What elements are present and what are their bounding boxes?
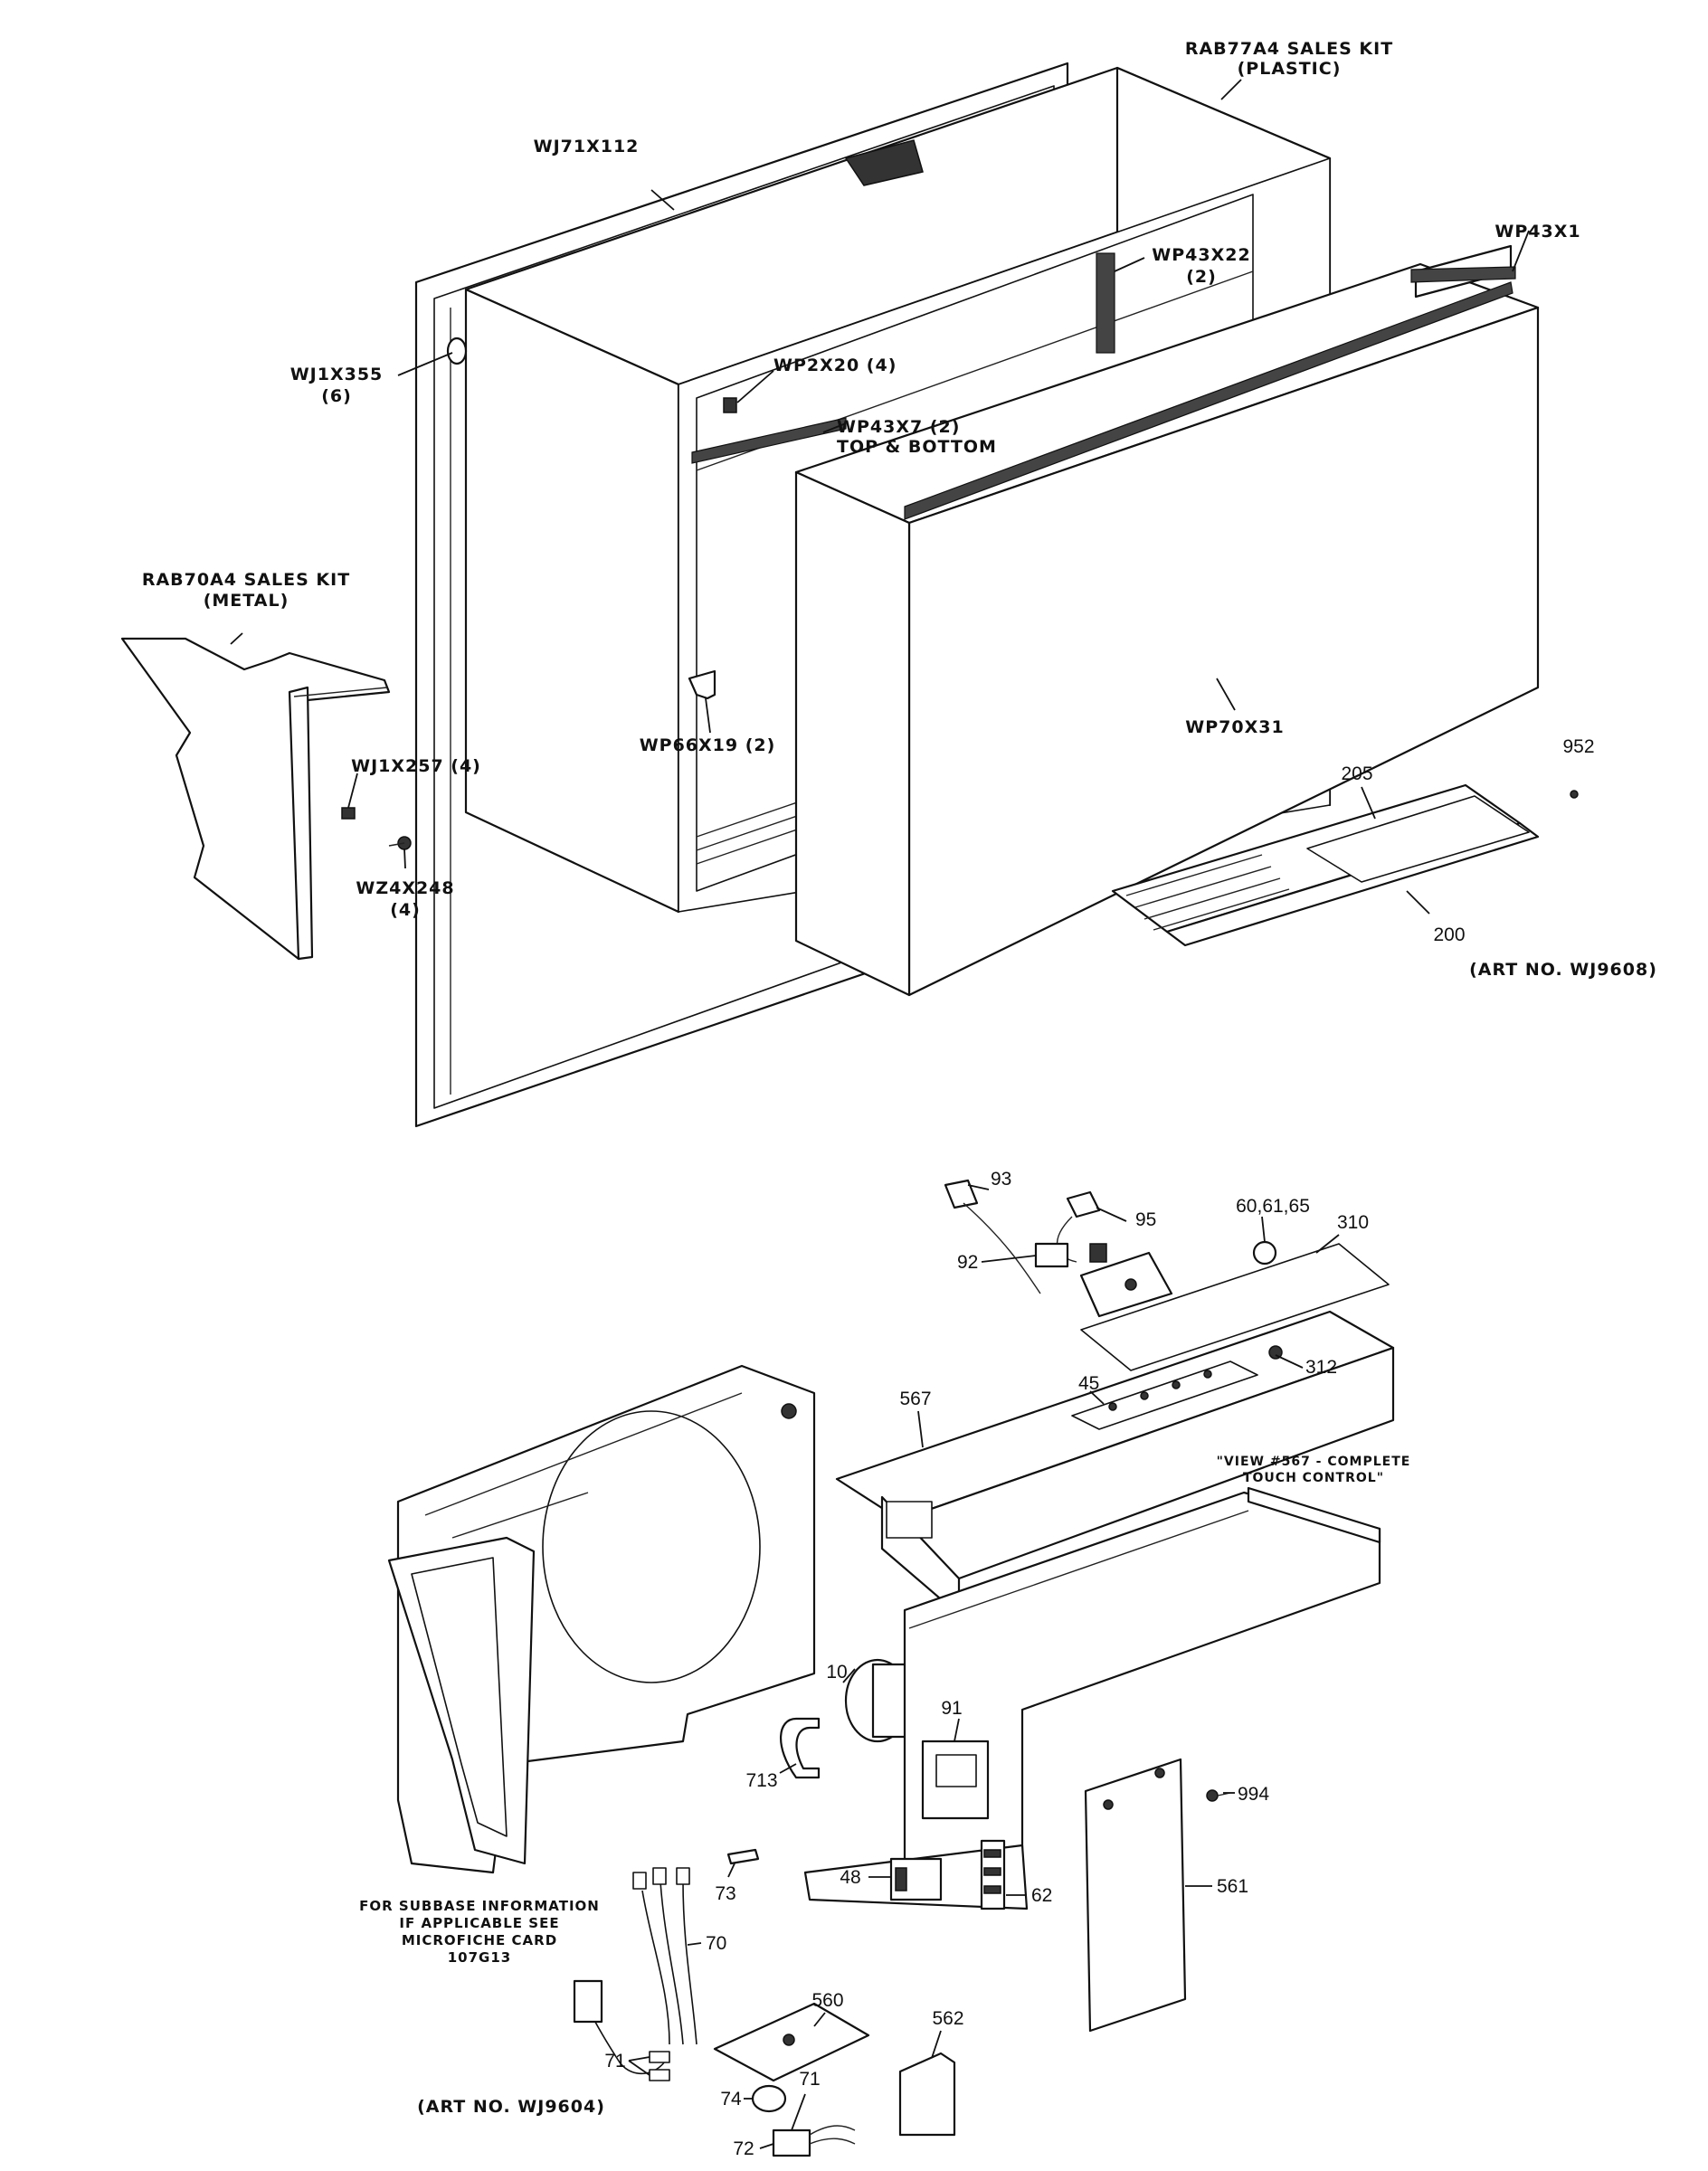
label-wj1x355: WJ1X355: [290, 365, 384, 384]
relay-91-part: [921, 1740, 990, 1820]
bracket-562-part: [898, 2052, 956, 2137]
label-wj1x355-qty: (6): [321, 386, 352, 406]
knob-74-part: [751, 2084, 787, 2113]
label-wj1x257: WJ1X257 (4): [351, 756, 481, 776]
label-560: 560: [811, 1990, 843, 2011]
label-200: 200: [1433, 924, 1465, 945]
label-71-right: 71: [799, 2069, 820, 2090]
label-70: 70: [706, 1933, 726, 1954]
screw-994-part: [1206, 1789, 1231, 1802]
terminal-48-part: [889, 1857, 943, 1901]
label-wz4x248: WZ4X248: [356, 878, 454, 898]
front-panel-part: [794, 244, 1540, 997]
strip-wp43x1: [1410, 266, 1516, 283]
label-205: 205: [1341, 763, 1372, 784]
label-93: 93: [991, 1169, 1011, 1190]
switch-assembly-part: [944, 1179, 1277, 1318]
label-wp2x20: WP2X20 (4): [773, 356, 897, 375]
label-wj71x112: WJ71X112: [534, 137, 640, 156]
label-subbase-line1: FOR SUBBASE INFORMATION: [359, 1898, 600, 1914]
label-45: 45: [1078, 1373, 1099, 1394]
label-310: 310: [1337, 1212, 1369, 1233]
label-60-61-65: 60,61,65: [1236, 1196, 1310, 1217]
label-567: 567: [899, 1389, 931, 1409]
label-95: 95: [1135, 1209, 1156, 1230]
label-91: 91: [941, 1698, 962, 1719]
label-10: 10: [826, 1662, 847, 1683]
label-73: 73: [715, 1883, 735, 1904]
label-wz4x248-qty: (4): [390, 900, 421, 920]
label-713: 713: [745, 1770, 777, 1791]
label-art-wj9608: (ART NO. WJ9608): [1469, 960, 1657, 980]
label-62: 62: [1031, 1885, 1052, 1906]
blower-plate-part: [387, 1364, 816, 1874]
label-subbase-line2: IF APPLICABLE SEE: [399, 1915, 559, 1931]
label-92: 92: [957, 1252, 978, 1273]
bracket-560-part: [713, 2002, 870, 2082]
label-wp43x1: WP43X1: [1494, 222, 1580, 242]
label-subbase-line3: MICROFICHE CARD: [402, 1932, 557, 1948]
label-view-567-line2: TOUCH CONTROL": [1243, 1471, 1384, 1485]
base-pan-200-part: [1111, 783, 1579, 947]
lower-assembly: 93 95 92 60,61,65 310 312 45 567 "VIEW #…: [359, 1169, 1411, 2159]
label-rab70a4-line2: (METAL): [204, 591, 289, 611]
label-wp43x7-note: TOP & BOTTOM: [837, 437, 997, 457]
label-312: 312: [1305, 1357, 1337, 1378]
label-71-left: 71: [604, 2051, 625, 2071]
label-view-567-line1: "VIEW #567 - COMPLETE: [1217, 1455, 1411, 1469]
label-562: 562: [932, 2008, 963, 2029]
label-561: 561: [1217, 1876, 1248, 1897]
label-wp43x7: WP43X7 (2): [837, 417, 960, 437]
upper-assembly: RAB77A4 SALES KIT (PLASTIC) WJ71X112 WP4…: [120, 39, 1657, 1128]
label-rab70a4-line1: RAB70A4 SALES KIT: [142, 570, 350, 590]
bracket-wp66x19: [688, 669, 716, 700]
clip-73-part: [726, 1848, 760, 1865]
terminal-62-part: [980, 1839, 1006, 1910]
touch-control-567-part: [835, 1310, 1395, 1616]
label-rab77a4-line1: RAB77A4 SALES KIT: [1185, 39, 1393, 59]
label-wp70x31: WP70X31: [1185, 717, 1284, 737]
label-72: 72: [733, 2138, 754, 2159]
label-wp43x22: WP43X22: [1152, 245, 1250, 265]
label-rab77a4-line2: (PLASTIC): [1238, 59, 1342, 79]
label-952: 952: [1562, 736, 1594, 757]
label-subbase-line4: 107G13: [448, 1949, 512, 1966]
label-48: 48: [840, 1867, 860, 1888]
label-wp66x19: WP66X19 (2): [640, 735, 776, 755]
connector-72-part: [772, 2125, 856, 2157]
label-74: 74: [720, 2089, 742, 2109]
capacitor-10-part: [844, 1658, 916, 1743]
label-wp43x22-qty: (2): [1186, 267, 1217, 287]
label-994: 994: [1238, 1784, 1269, 1805]
access-cover-561-part: [1084, 1758, 1187, 2033]
label-art-wj9604: (ART NO. WJ9604): [417, 2097, 605, 2117]
metal-side-panel-part: [120, 637, 412, 961]
clamp-713-part: [780, 1717, 821, 1779]
display-board-310-part: [1080, 1243, 1390, 1371]
